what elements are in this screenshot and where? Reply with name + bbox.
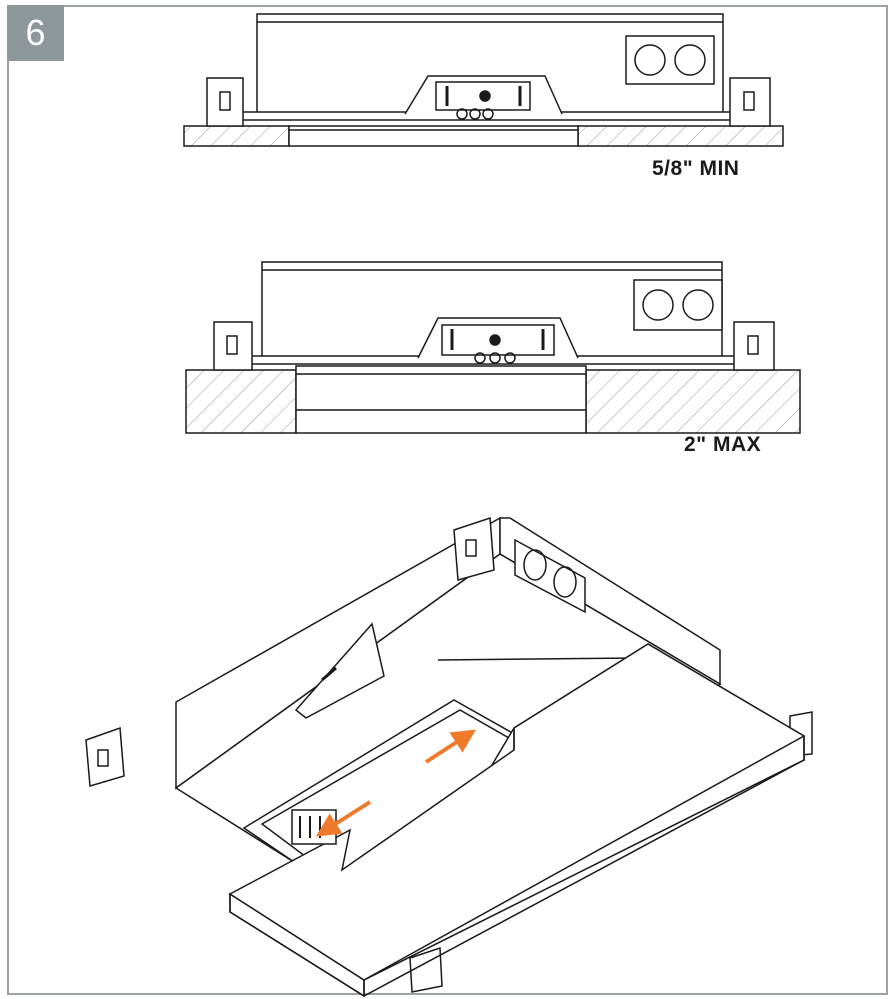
- ceiling-board-thick: [185, 369, 297, 434]
- housing-side: [499, 517, 721, 686]
- bracket-left: [85, 726, 125, 787]
- bracket-left: [206, 77, 244, 127]
- ceiling-board-thin: [183, 125, 290, 147]
- min-thickness-label: 5/8" MIN: [652, 157, 740, 180]
- max-thickness-label: 2" MAX: [684, 433, 762, 456]
- view-max-thickness: [185, 261, 801, 434]
- arrow-icon: [424, 729, 477, 764]
- step-number-badge: 6: [7, 5, 64, 61]
- bracket-left: [213, 321, 253, 371]
- bracket-top: [453, 516, 495, 581]
- bracket-right: [729, 77, 771, 127]
- ceiling-board-thick: [585, 369, 801, 434]
- bracket-right: [733, 321, 775, 371]
- view-isometric: [85, 516, 813, 998]
- arrow-icon: [315, 800, 372, 837]
- knockout-plate: [625, 35, 715, 85]
- view-min-thickness: [183, 13, 784, 147]
- trim: [295, 365, 587, 434]
- knockout-plate: [633, 279, 723, 331]
- ceiling-board-thin: [577, 125, 784, 147]
- trim: [288, 125, 579, 147]
- knockout-plate: [514, 538, 586, 614]
